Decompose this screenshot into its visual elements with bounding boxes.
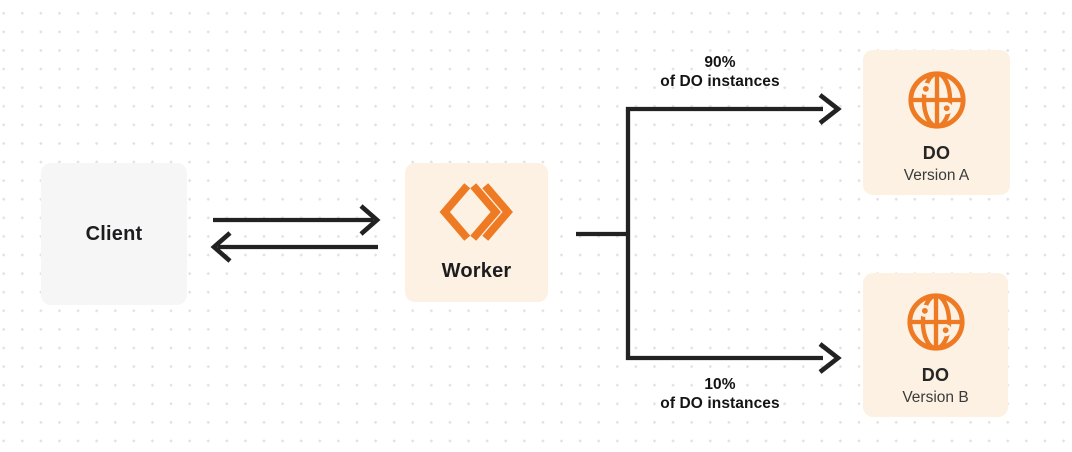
do-version-b-node: DO Version B xyxy=(863,273,1008,417)
do-version-a-node: DO Version A xyxy=(863,50,1010,195)
top-branch-percent: 90% xyxy=(704,54,736,71)
do-a-subtitle: Version A xyxy=(903,166,970,184)
top-branch-label: 90% of DO instances xyxy=(610,53,830,91)
branch-top-arrowhead-icon xyxy=(818,93,842,125)
bottom-branch-label: 10% of DO instances xyxy=(610,375,830,413)
branch-trunk-line xyxy=(625,106,823,361)
do-a-title: DO xyxy=(922,142,951,163)
branch-bottom-arrowhead-icon xyxy=(818,342,842,374)
worker-to-client-arrowhead-icon xyxy=(210,231,232,263)
workers-brackets-icon xyxy=(439,183,513,241)
client-node: Client xyxy=(41,163,187,305)
top-branch-caption: of DO instances xyxy=(660,73,780,90)
bottom-branch-percent: 10% xyxy=(704,376,736,393)
do-b-subtitle: Version B xyxy=(902,389,969,406)
client-label: Client xyxy=(85,222,143,245)
bottom-branch-caption: of DO instances xyxy=(660,395,780,412)
do-b-title: DO xyxy=(921,365,950,385)
client-to-worker-arrowhead-icon xyxy=(359,204,381,236)
worker-node: Worker xyxy=(405,163,548,302)
worker-label: Worker xyxy=(441,260,512,282)
globe-icon xyxy=(906,293,965,351)
globe-icon xyxy=(907,70,966,129)
